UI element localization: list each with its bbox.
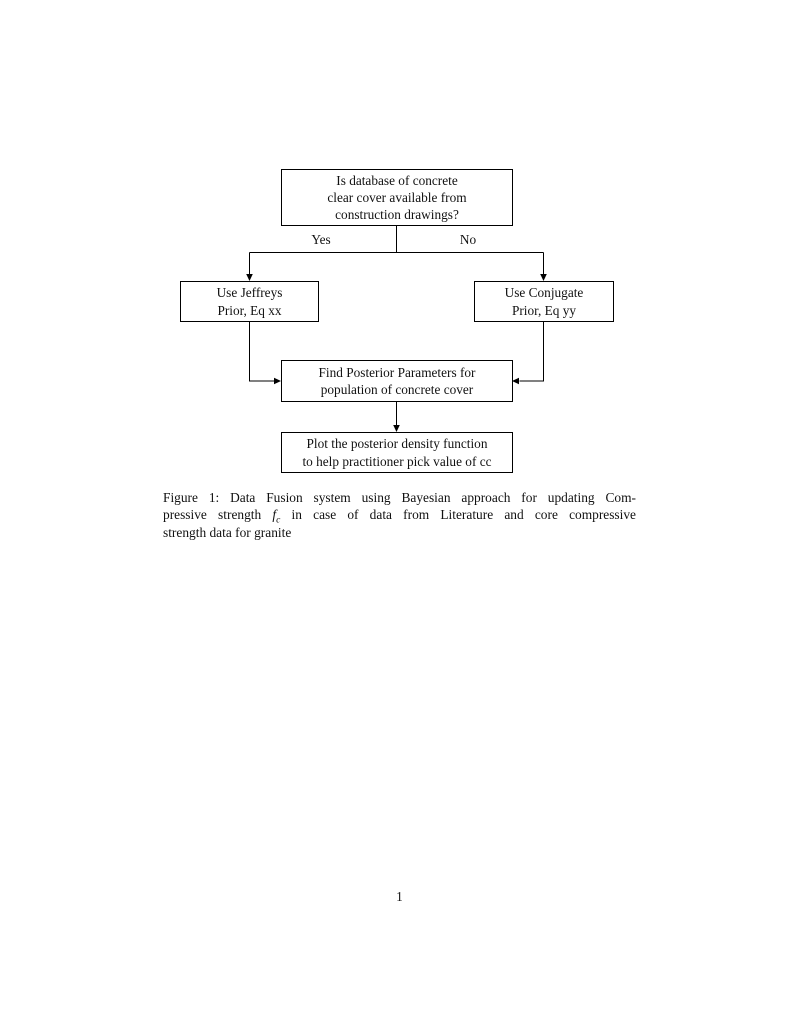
edge-conjugate-to-posterior bbox=[512, 322, 544, 385]
posterior-parameters-box-line-2: population of concrete cover bbox=[320, 382, 474, 397]
figure-caption-line-3: strength data for granite bbox=[163, 524, 292, 540]
decision-box-line-1: Is database of concrete bbox=[336, 172, 458, 188]
jeffreys-prior-box: Use Jeffreys Prior, Eq xx bbox=[180, 281, 319, 322]
math-fc-variable: f bbox=[272, 507, 277, 523]
figure-caption-line-1: Figure 1: Data Fusion system using Bayes… bbox=[163, 490, 636, 505]
plot-density-box-line-2: to help practitioner pick value of cc bbox=[302, 453, 492, 469]
conjugate-prior-box-line-1: Use Conjugate bbox=[504, 285, 584, 301]
edge-jeffreys-to-posterior bbox=[249, 322, 281, 385]
page-number: 1 bbox=[396, 889, 403, 904]
edge-decision-branch bbox=[249, 226, 544, 253]
posterior-parameters-box-line-1: Find Posterior Parameters for bbox=[318, 364, 476, 380]
posterior-parameters-box: Find Posterior Parameters for population… bbox=[281, 360, 513, 402]
figure-caption-line-2: pressive strength fc in case of data fro… bbox=[163, 506, 637, 527]
figure-caption: Figure 1: Data Fusion system using Bayes… bbox=[163, 489, 636, 541]
jeffreys-prior-box-line-2: Prior, Eq xx bbox=[217, 302, 282, 318]
decision-box-line-2: clear cover available from bbox=[327, 189, 467, 205]
yes-branch-label: Yes bbox=[309, 232, 333, 247]
math-fc-subscript: c bbox=[276, 516, 281, 527]
decision-box-line-3: construction drawings? bbox=[335, 207, 459, 223]
conjugate-prior-box: Use Conjugate Prior, Eq yy bbox=[474, 281, 614, 322]
no-branch-label: No bbox=[457, 232, 479, 247]
figure-caption-line-2-text-cont: in case of data from Literature and core… bbox=[280, 507, 637, 523]
edge-yes-arrow bbox=[246, 252, 253, 281]
figure-caption-line-2-text: pressive strength bbox=[163, 507, 273, 523]
conjugate-prior-box-line-2: Prior, Eq yy bbox=[511, 302, 577, 318]
plot-density-box: Plot the posterior density function to h… bbox=[281, 432, 513, 473]
plot-density-box-line-1: Plot the posterior density function bbox=[306, 436, 488, 452]
edge-no-arrow bbox=[540, 252, 547, 281]
jeffreys-prior-box-line-1: Use Jeffreys bbox=[216, 285, 283, 301]
edge-posterior-to-plot bbox=[393, 402, 400, 432]
decision-box: Is database of concrete clear cover avai… bbox=[281, 169, 513, 226]
